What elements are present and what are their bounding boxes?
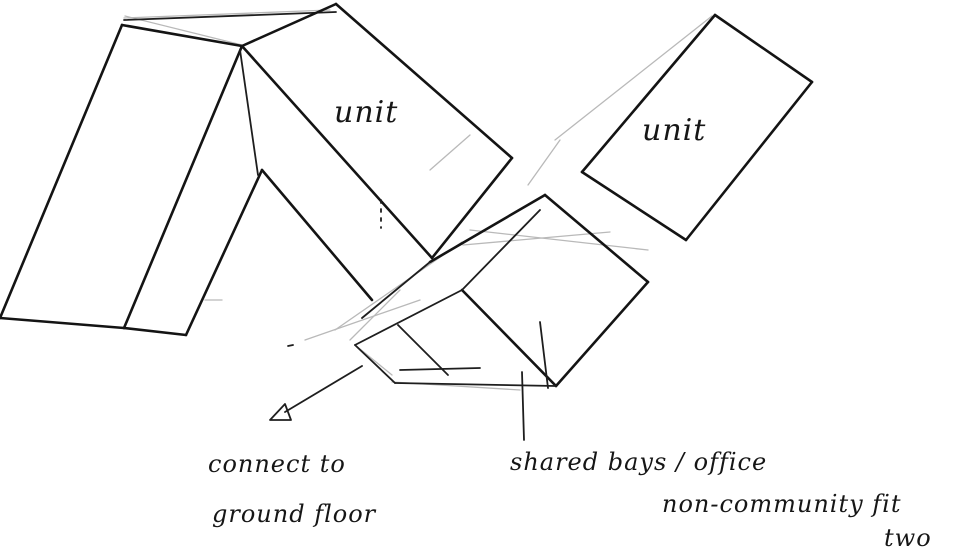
right-unit-block: unit bbox=[580, 13, 814, 242]
note-connect-line1: connect to bbox=[208, 450, 346, 478]
note-connect-line2: ground floor bbox=[212, 500, 377, 528]
middle-unit-block: unit bbox=[240, 2, 514, 302]
lower-connector-block bbox=[354, 193, 650, 389]
note-shared-line3: two bbox=[884, 524, 932, 552]
handwritten-notes: connect to ground floor shared bays / of… bbox=[208, 448, 932, 552]
unit-label-left: unit bbox=[334, 95, 398, 130]
note-shared-line2: non-community fit bbox=[662, 490, 902, 518]
unit-label-right: unit bbox=[642, 113, 706, 148]
left-tall-block bbox=[0, 11, 337, 337]
ground-floor-arrow bbox=[269, 344, 363, 421]
note-shared-line1: shared bays / office bbox=[510, 448, 767, 476]
note-leader-line bbox=[521, 371, 525, 441]
